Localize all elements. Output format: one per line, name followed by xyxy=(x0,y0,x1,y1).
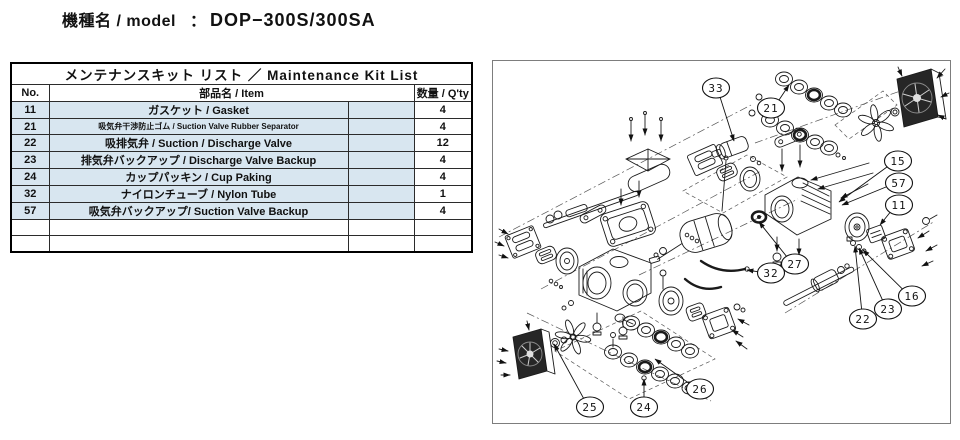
callout-number-23: 23 xyxy=(880,303,895,316)
silencer xyxy=(711,136,762,166)
diagram-panel: 33 21 15 57 11 27 32 16 23 22 26 24 25 xyxy=(492,60,951,424)
callout-balloon-11 xyxy=(884,194,914,216)
lower-assembly-middle xyxy=(658,269,750,350)
page-title: 機種名 / model ：DOP−300S/300SA xyxy=(62,7,376,31)
callout-number-26: 26 xyxy=(692,383,707,396)
callout-number-57: 57 xyxy=(891,177,906,190)
pump-housing-left xyxy=(561,248,652,340)
model-value: DOP−300S/300SA xyxy=(209,10,376,30)
callout-leader-26 xyxy=(654,358,691,385)
fan-impeller-bottom-left xyxy=(550,319,592,355)
callout-balloon-16 xyxy=(897,285,927,307)
bearing-set-top-right xyxy=(748,71,852,160)
col-header-no: No. xyxy=(10,84,50,102)
callout-leader-23 xyxy=(858,247,884,302)
nylon-tubes xyxy=(683,259,750,290)
head-cover-left xyxy=(494,225,579,289)
pump-body-upper xyxy=(764,128,832,270)
callout-number-11: 11 xyxy=(891,199,906,212)
right-assembly xyxy=(783,212,938,306)
callout-number-25: 25 xyxy=(582,401,597,414)
callout-leader-lines xyxy=(553,84,904,400)
callout-balloon-33 xyxy=(701,77,731,99)
motor xyxy=(648,155,733,264)
callout-number-33: 33 xyxy=(708,82,723,95)
callout-number-24: 24 xyxy=(636,401,651,414)
col-header-item: 部品名 / Item xyxy=(48,84,415,102)
drive-shaft xyxy=(543,190,639,229)
col-header-qty: 数量 / Q'ty xyxy=(413,84,473,102)
bearing-set-bottom xyxy=(604,313,699,396)
cooling-fan-unit-bottom-left xyxy=(496,320,556,380)
callout-balloon-21 xyxy=(756,97,786,119)
fan-impeller-top-right xyxy=(858,104,900,142)
pump-exploded-diagram: 33 21 15 57 11 27 32 16 23 22 26 24 25 xyxy=(494,66,950,418)
table-row xyxy=(10,219,473,236)
pump-chamber-block xyxy=(579,180,656,247)
model-separator: ： xyxy=(189,13,206,30)
callout-balloons: 33 21 15 57 11 27 32 16 23 22 26 24 25 xyxy=(575,77,927,418)
callout-leader-25 xyxy=(553,343,585,400)
callout-balloon-32 xyxy=(756,262,786,284)
callout-number-32: 32 xyxy=(763,267,778,280)
callout-number-22: 22 xyxy=(855,313,870,326)
callout-number-21: 21 xyxy=(763,102,778,115)
callout-leader-27 xyxy=(758,221,788,258)
callout-number-16: 16 xyxy=(904,290,919,303)
callout-balloon-15 xyxy=(883,150,913,172)
mount-plates xyxy=(625,111,671,193)
callout-number-15: 15 xyxy=(890,155,905,168)
callout-balloon-27 xyxy=(780,253,810,275)
callout-leader-57 xyxy=(841,185,888,206)
callout-leader-15 xyxy=(838,165,889,203)
callout-balloon-26 xyxy=(685,378,715,400)
table-row xyxy=(10,235,473,253)
callout-balloon-25 xyxy=(575,396,605,418)
callout-leader-33 xyxy=(719,96,735,142)
center-lines xyxy=(498,74,946,402)
phantom-outlines xyxy=(554,90,898,400)
head-cover-top xyxy=(684,144,761,244)
cooling-fan-unit-top-right xyxy=(896,66,950,128)
tie-rod-bolts xyxy=(810,162,874,199)
callout-leader-22 xyxy=(853,245,863,311)
model-label: 機種名 / model xyxy=(62,13,176,30)
callout-leader-11 xyxy=(879,211,892,226)
callout-balloon-23 xyxy=(873,298,903,320)
callout-balloon-57 xyxy=(884,172,914,194)
callout-number-27: 27 xyxy=(787,258,802,271)
callout-balloon-24 xyxy=(629,396,659,418)
table-title: メンテナンスキット リスト ／ Maintenance Kit List xyxy=(10,62,473,85)
callout-leader-16 xyxy=(862,249,904,291)
callout-balloon-22 xyxy=(848,308,878,330)
callout-leader-21 xyxy=(778,84,790,102)
shaft-bearing xyxy=(750,210,768,224)
maintenance-kit-table: メンテナンスキット リスト ／ Maintenance Kit List No.… xyxy=(10,62,473,253)
